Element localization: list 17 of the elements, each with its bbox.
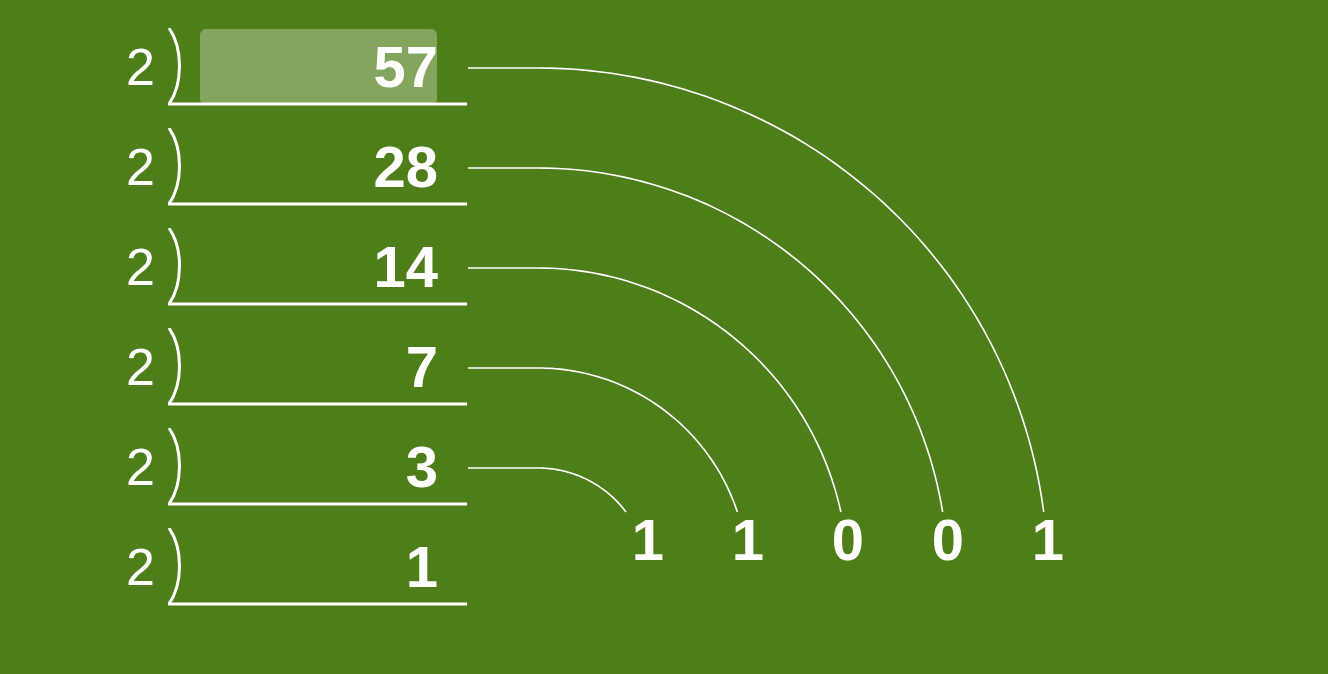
arc-line <box>467 267 842 513</box>
divisor-number: 2 <box>126 37 155 98</box>
binary-digit: 0 <box>818 512 878 568</box>
arc-line <box>467 367 739 513</box>
divisor-number: 2 <box>126 337 155 398</box>
quotient-number: 57 <box>373 34 438 100</box>
divisor-number: 2 <box>126 137 155 198</box>
binary-digit: 0 <box>918 512 978 568</box>
arc-line <box>467 67 1045 513</box>
arc-line <box>467 167 944 513</box>
divisor-number: 2 <box>126 237 155 298</box>
binary-digit: 1 <box>1018 512 1078 568</box>
divisor-number: 2 <box>126 537 155 598</box>
divisor-number: 2 <box>126 437 155 498</box>
binary-digit: 1 <box>718 512 778 568</box>
binary-digit: 1 <box>618 512 678 568</box>
arc-line <box>467 467 627 513</box>
